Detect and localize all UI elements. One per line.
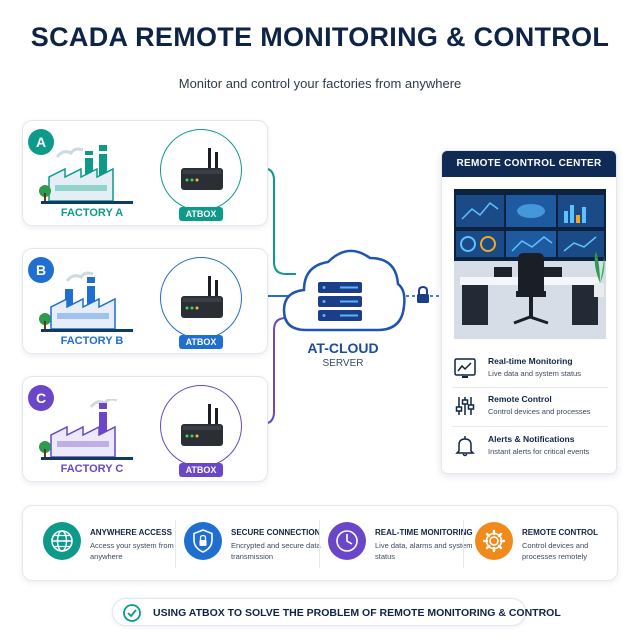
- remote-control-center-panel: REMOTE CONTROL CENTER Real-time Monitori…: [441, 150, 617, 474]
- atbox-device-a: [160, 129, 242, 211]
- rcc-item-title: Remote Control: [488, 394, 552, 404]
- feature-title: ANYWHERE ACCESS: [90, 528, 172, 537]
- feature-title: SECURE CONNECTION: [231, 528, 321, 537]
- factory-label-c: FACTORY C: [60, 463, 124, 475]
- gear-icon: [482, 529, 506, 553]
- feature-desc: Access your system from anywhere: [90, 541, 174, 561]
- shield-icon: [193, 529, 213, 553]
- factory-c-icon: [39, 399, 133, 460]
- bell-icon: [455, 436, 475, 457]
- feature-desc: Control devices and processes remotely: [522, 541, 589, 561]
- atbox-tag-a: ATBOX: [179, 207, 223, 221]
- rcc-item-desc: Instant alerts for critical events: [488, 447, 590, 456]
- router-icon: [181, 148, 223, 190]
- factory-a-icon: [39, 145, 133, 204]
- rcc-item-alerts: Alerts & Notifications Instant alerts fo…: [452, 431, 608, 469]
- page-subtitle: Monitor and control your factories from …: [178, 76, 462, 91]
- line-chart-icon: [454, 358, 476, 378]
- footer-text: USING ATBOX TO SOLVE THE PROBLEM OF REMO…: [153, 607, 561, 619]
- footer-banner: USING ATBOX TO SOLVE THE PROBLEM OF REMO…: [112, 598, 561, 626]
- feature-desc: Encrypted and secure data transmission: [231, 541, 321, 561]
- features-strip: ANYWHERE ACCESS Access your system from …: [22, 505, 618, 581]
- cloud-server-icon: [282, 249, 406, 332]
- factory-card-c: C FACTORY C ATBOX: [22, 376, 268, 482]
- feature-secure-connection: SECURE CONNECTION Encrypted and secure d…: [184, 518, 330, 572]
- feature-circle: [184, 522, 222, 560]
- router-icon: [181, 404, 223, 446]
- lock-icon: [417, 286, 429, 303]
- factory-card-b: B FACTORY B ATBOX: [22, 248, 268, 354]
- rcc-divider: [452, 426, 608, 427]
- feature-desc: Live data, alarms and system status: [375, 541, 473, 561]
- feature-anywhere-access: ANYWHERE ACCESS Access your system from …: [43, 518, 189, 572]
- factory-b-icon: [39, 271, 133, 332]
- atbox-device-c: [160, 385, 242, 467]
- atbox-tag-c: ATBOX: [179, 463, 223, 477]
- feature-circle: [43, 522, 81, 560]
- rcc-item-monitoring: Real-time Monitoring Live data and syste…: [452, 353, 608, 391]
- factory-badge-c: C: [28, 385, 54, 411]
- feature-circle: [328, 522, 366, 560]
- cloud-title: AT-CLOUD: [307, 340, 379, 356]
- factory-badge-a: A: [28, 129, 54, 155]
- rcc-item-desc: Control devices and processes: [488, 407, 591, 416]
- factory-label-b: FACTORY B: [60, 335, 124, 347]
- check-circle-icon: [123, 604, 141, 622]
- rcc-title: REMOTE CONTROL CENTER: [442, 151, 616, 177]
- feature-circle: [475, 522, 513, 560]
- rcc-divider: [452, 387, 608, 388]
- atbox-tag-b: ATBOX: [179, 335, 223, 349]
- cloud-subtitle: SERVER: [322, 358, 364, 369]
- router-icon: [181, 276, 223, 318]
- feature-divider: [319, 520, 320, 568]
- factory-card-a: A FACTORY A ATBOX: [22, 120, 268, 226]
- atbox-device-b: [160, 257, 242, 339]
- factory-badge-b: B: [28, 257, 54, 283]
- feature-title: REAL-TIME MONITORING: [375, 528, 473, 537]
- rcc-item-remote-control: Remote Control Control devices and proce…: [452, 391, 608, 429]
- feature-remote-control: REMOTE CONTROL Control devices and proce…: [475, 518, 621, 572]
- feature-title: REMOTE CONTROL: [522, 528, 598, 537]
- rcc-item-title: Real-time Monitoring: [488, 356, 573, 366]
- feature-real-time-monitoring: REAL-TIME MONITORING Live data, alarms a…: [328, 518, 474, 572]
- feature-divider: [175, 520, 176, 568]
- control-room-illustration: [454, 189, 606, 339]
- clock-icon: [336, 530, 358, 552]
- rcc-item-title: Alerts & Notifications: [488, 434, 575, 444]
- factory-label-a: FACTORY A: [60, 207, 124, 219]
- rcc-item-desc: Live data and system status: [488, 369, 581, 378]
- feature-divider: [463, 520, 464, 568]
- page-title: SCADA REMOTE MONITORING & CONTROL: [30, 22, 610, 52]
- sliders-icon: [455, 397, 475, 415]
- globe-icon: [51, 530, 73, 552]
